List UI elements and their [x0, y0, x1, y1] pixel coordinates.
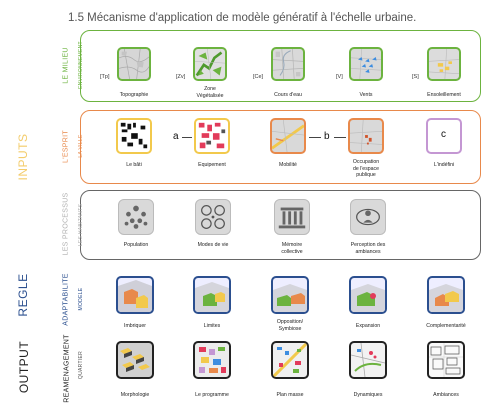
output-caption: Ambiances: [433, 392, 459, 398]
link-line-a: [182, 137, 192, 138]
perception-icon[interactable]: [350, 199, 386, 235]
label-adaptabilite: ADAPTABILITE: [62, 273, 70, 326]
milieu-panel: [80, 30, 481, 102]
label-esprit: L'ESPRIT: [62, 130, 70, 163]
label-quartier: QUARTIER: [78, 350, 84, 380]
milieu-tag: [Zv]: [176, 74, 186, 80]
link-letter-b: b: [324, 131, 330, 142]
regle-caption: Limites: [203, 323, 221, 329]
milieu-caption: Cours d'eau: [274, 92, 302, 98]
label-la-ville: LA VILLE: [78, 134, 84, 158]
regle-caption: Imbriquer: [124, 323, 146, 329]
processus-caption: Mémoire collective: [281, 242, 303, 255]
ville-tile-indefini[interactable]: [426, 118, 462, 154]
ville-tile-equipement[interactable]: [194, 118, 230, 154]
link-letter-a: a: [173, 131, 179, 142]
label-environnement: ENVIRONNEMENT: [78, 41, 84, 89]
milieu-tag: [V]: [336, 74, 343, 80]
milieu-tile-wind[interactable]: [349, 47, 383, 81]
section-output: OUTPUT: [17, 340, 31, 394]
label-processus: LES PROCESSUS: [62, 192, 70, 256]
regle-caption: Expansion: [355, 323, 381, 329]
processus-caption: Perception des ambiances: [350, 242, 386, 255]
ville-caption: Equipement: [198, 162, 226, 168]
ville-panel: [80, 110, 481, 184]
collective-memory-icon[interactable]: [274, 199, 310, 235]
milieu-tag: [Ce]: [253, 74, 264, 80]
milieu-tile-water[interactable]: [271, 47, 305, 81]
regle-tile-imbriquer[interactable]: [116, 276, 154, 314]
output-caption: Morphologie: [120, 392, 150, 398]
regle-tile-expansion[interactable]: [349, 276, 387, 314]
milieu-tag: [Tp]: [100, 74, 110, 80]
label-habitants: LES HABITANTS: [78, 203, 84, 247]
milieu-tile-sun[interactable]: [427, 47, 461, 81]
lifestyle-icon[interactable]: [195, 199, 231, 235]
regle-tile-opposition[interactable]: [271, 276, 309, 314]
milieu-caption: Topographie: [119, 92, 149, 98]
ville-tile-bati[interactable]: [116, 118, 152, 154]
output-caption: Le programme: [195, 392, 229, 398]
output-caption: Dynamiques: [353, 392, 383, 398]
milieu-tile-vegetation[interactable]: [193, 47, 227, 81]
label-reamenagement: REAMENAGEMENT: [63, 334, 71, 403]
processus-caption: Modes de vie: [197, 242, 229, 248]
ville-caption: Mobilité: [279, 162, 297, 168]
milieu-caption: Zone Végétalisée: [196, 86, 224, 99]
output-caption: Plan masse: [276, 392, 304, 398]
label-modele: MODELE: [78, 287, 84, 311]
regle-caption: Opposition/ Symbiose: [276, 319, 304, 332]
regle-caption: Complementarité: [426, 323, 466, 329]
output-tile-ambiances[interactable]: [427, 341, 465, 379]
milieu-caption: Ensoleillement: [427, 92, 461, 98]
output-tile-programme[interactable]: [193, 341, 231, 379]
page-title: 1.5 Mécanisme d'application de modèle gé…: [68, 12, 417, 24]
link-line-b: [309, 137, 321, 138]
milieu-caption: Vents: [359, 92, 373, 98]
milieu-tile-topographie[interactable]: [117, 47, 151, 81]
output-tile-plan-masse[interactable]: [271, 341, 309, 379]
output-tile-morphologie[interactable]: [116, 341, 154, 379]
processus-panel: [80, 190, 481, 260]
ville-caption: Occupation de l'espace publique: [352, 159, 380, 178]
regle-tile-limites[interactable]: [193, 276, 231, 314]
link-line-b: [334, 137, 346, 138]
regle-tile-complementarite[interactable]: [427, 276, 465, 314]
output-tile-dynamiques[interactable]: [349, 341, 387, 379]
processus-caption: Population: [123, 242, 149, 248]
ville-caption: Le bâti: [126, 162, 142, 168]
ville-tile-occupation[interactable]: [348, 118, 384, 154]
ville-letter-c: c: [441, 129, 446, 140]
section-regle: REGLE: [16, 273, 30, 317]
milieu-tag: [S]: [412, 74, 419, 80]
ville-tile-mobilite[interactable]: [270, 118, 306, 154]
label-milieu: LE MILIEU: [62, 47, 70, 84]
ville-caption: L'indéfini: [433, 162, 455, 168]
section-inputs: INPUTS: [16, 133, 30, 181]
population-icon[interactable]: [118, 199, 154, 235]
